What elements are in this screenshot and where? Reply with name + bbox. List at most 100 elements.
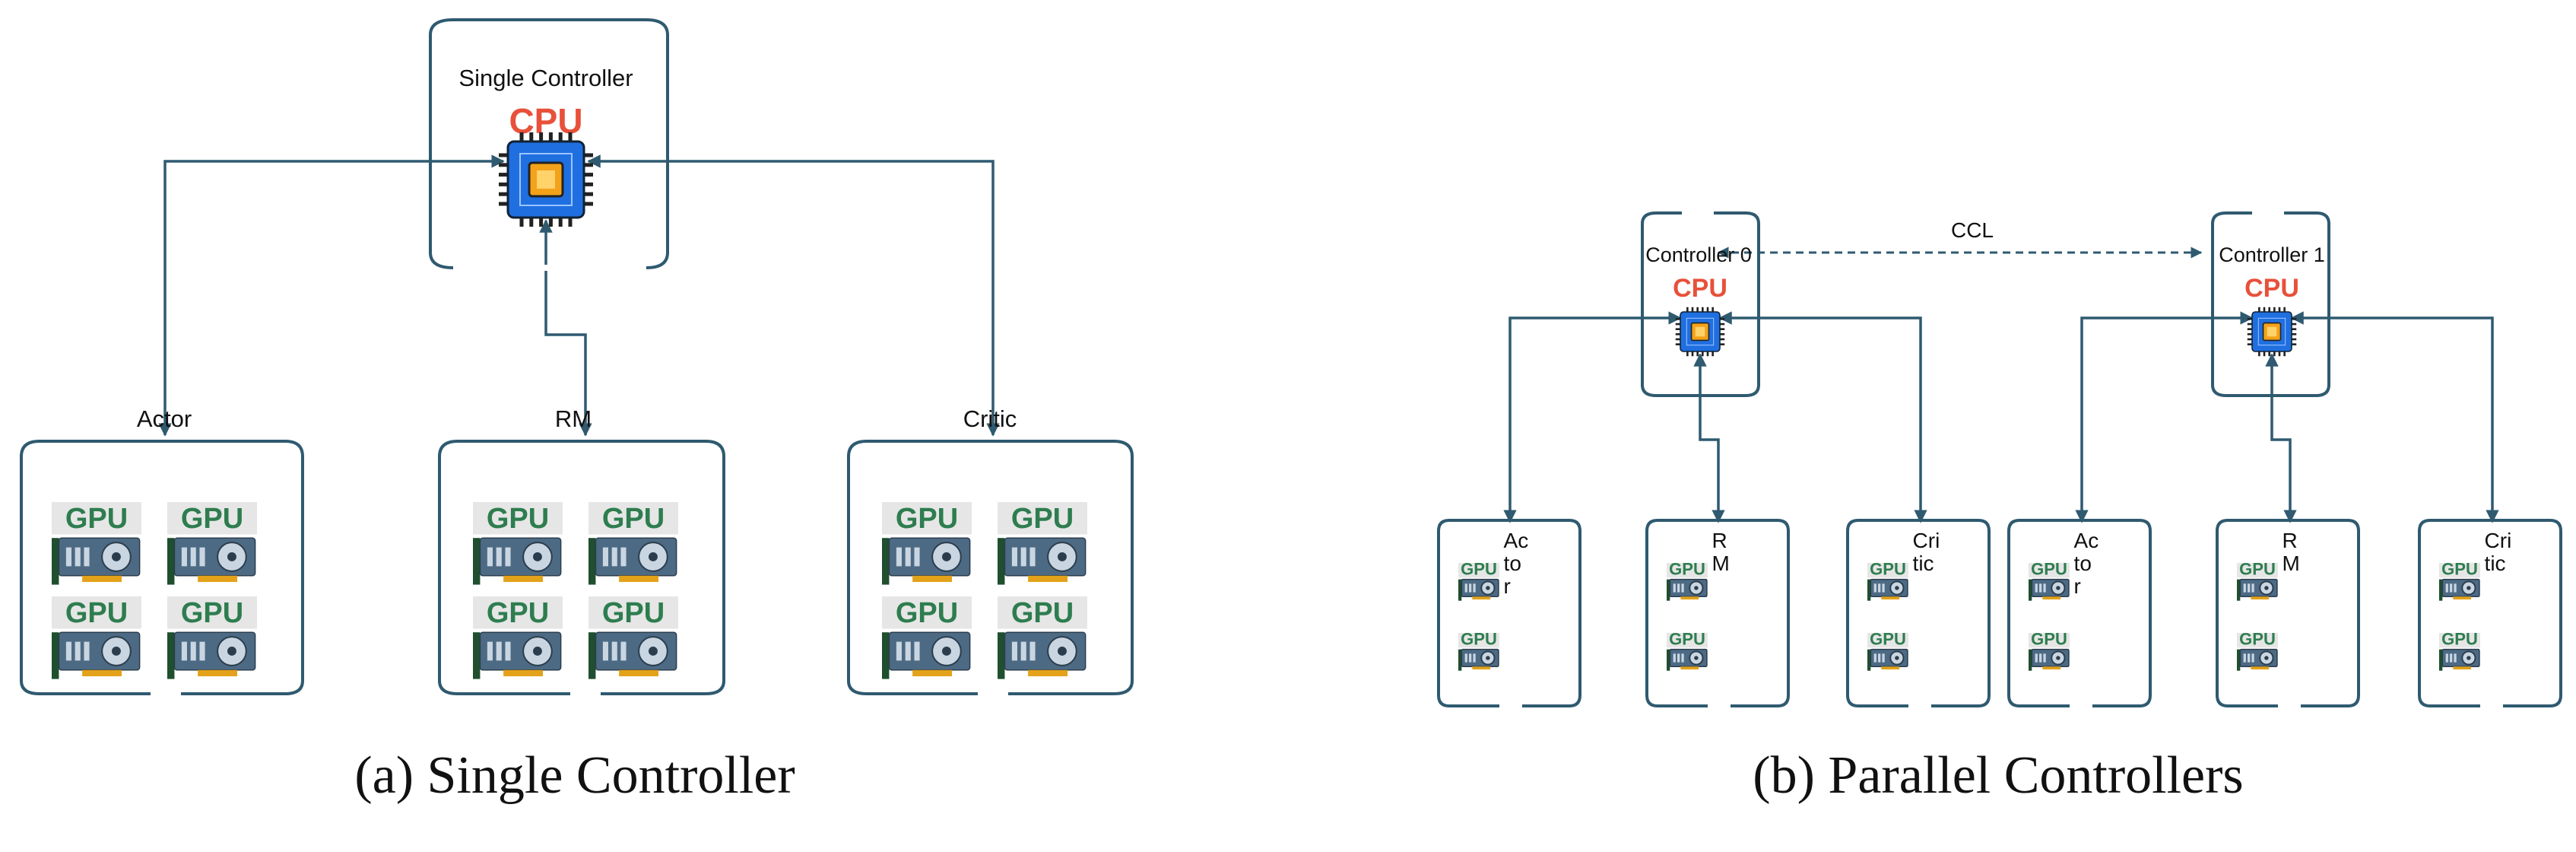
critic-gpu-grid: GPU GPU GPU GPU [882, 502, 1087, 679]
actor-group-label: Actor [137, 405, 192, 432]
group-label-line: Cri [1913, 529, 1940, 552]
controller-0-actor-connector [1503, 311, 1682, 523]
gpu-card-icon: GPU [998, 502, 1087, 585]
critic-group: Critic GPU GPU GPU GPU [847, 405, 1134, 695]
group-label-line: to [2074, 552, 2092, 575]
gpu-label: GPU [1669, 560, 1705, 579]
gpu-card-icon: GPU [52, 502, 141, 585]
actor-connector [158, 154, 505, 437]
critic-connector [587, 154, 1000, 437]
group-label-line: Ac [2074, 529, 2099, 552]
group-bracket [1437, 519, 1581, 707]
controller-0-cpu-label: CPU [1673, 274, 1727, 303]
gpu-card-icon: GPU [1458, 560, 1499, 601]
controller-1-rm-connector [2265, 353, 2297, 523]
controller-1-critic-group: GPU GPU Critic [2418, 519, 2562, 707]
single-controller-title: Single Controller [458, 65, 633, 91]
gpu-label: GPU [65, 597, 128, 629]
single-controller-connectors [158, 154, 1000, 437]
controller-1-critic-connector [2290, 311, 2499, 523]
group-label-line: M [2283, 552, 2300, 575]
group-label-line: R [1712, 529, 1727, 552]
gpu-label: GPU [2031, 630, 2067, 649]
single-controller-bracket [429, 18, 669, 269]
gpu-card-icon: GPU [588, 596, 678, 679]
group-bracket [2418, 519, 2562, 707]
gpu-label: GPU [181, 503, 243, 535]
controller-1-actor-connector [2075, 311, 2254, 523]
gpu-card-icon: GPU [2237, 560, 2278, 601]
gpu-label: GPU [2239, 630, 2276, 649]
group-bracket [2216, 519, 2360, 707]
gpu-label: GPU [1870, 630, 1906, 649]
rm-gpu-grid: GPU GPU GPU GPU [473, 502, 678, 679]
gpu-card-icon: GPU [2029, 560, 2070, 601]
controller-0-critic-group: GPU GPU Critic [1846, 519, 1991, 707]
gpu-card-icon: GPU [1867, 630, 1908, 671]
gpu-card-icon: GPU [2237, 630, 2278, 671]
group-bracket [1645, 519, 1790, 707]
controller-0-rm-connector [1693, 353, 1725, 523]
group-label-line: Ac [1504, 529, 1529, 552]
gpu-card-icon: GPU [2439, 560, 2480, 601]
controller-1-title: Controller 1 [2219, 243, 2325, 266]
group-label-line: M [1712, 552, 1730, 575]
gpu-label: GPU [1870, 560, 1906, 579]
caption-parallel-controllers: (b) Parallel Controllers [1753, 746, 2243, 805]
gpu-card-icon: GPU [588, 502, 678, 585]
controller-1-actor-group: GPU GPU Actor [2007, 519, 2152, 707]
gpu-card-icon: GPU [2439, 630, 2480, 671]
controller-1: Controller 1 CPU GPU GPU Actor GPU GPU RM GP… [2007, 211, 2562, 707]
rm-group: RM GPU GPU GPU GPU [438, 405, 725, 695]
ccl-label: CCL [1951, 218, 1994, 242]
group-label-line: Cri [2485, 529, 2512, 552]
controller-0-actor-group: GPU GPU Actor [1437, 519, 1581, 707]
group-bracket [1846, 519, 1991, 707]
controller-1-rm-group: GPU GPU RM [2216, 519, 2360, 707]
group-label-line: to [1504, 552, 1521, 575]
gpu-label: GPU [2031, 560, 2067, 579]
rm-connector [539, 219, 592, 437]
actor-group: Actor GPU GPU GPU GPU [20, 405, 304, 695]
gpu-label: GPU [896, 597, 958, 629]
gpu-label: GPU [1461, 560, 1497, 579]
rm-group-label: RM [555, 405, 592, 432]
gpu-card-icon: GPU [473, 596, 563, 679]
actor-gpu-grid: GPU GPU GPU GPU [52, 502, 257, 679]
controller-0-title: Controller 0 [1645, 243, 1752, 266]
gpu-card-icon: GPU [1867, 560, 1908, 601]
gpu-card-icon: GPU [167, 502, 257, 585]
group-label-line: R [2283, 529, 2298, 552]
gpu-label: GPU [2441, 560, 2478, 579]
group-label-line: r [2074, 574, 2081, 598]
gpu-card-icon: GPU [998, 596, 1087, 679]
gpu-card-icon: GPU [1667, 560, 1708, 601]
gpu-label: GPU [896, 503, 958, 535]
gpu-label: GPU [1011, 503, 1074, 535]
controller-1-cpu-label: CPU [2244, 274, 2299, 303]
cpu-chip-icon [1675, 307, 1725, 357]
group-label-line: tic [1913, 552, 1934, 575]
cpu-chip-icon [2247, 307, 2297, 357]
gpu-card-icon: GPU [1458, 630, 1499, 671]
group-label-line: tic [2485, 552, 2506, 575]
controller-0: Controller 0 CPU GPU GPU Actor GPU GPU RM GP… [1437, 211, 1991, 707]
actor-group-bracket [20, 440, 304, 695]
critic-group-label: Critic [963, 405, 1017, 432]
gpu-card-icon: GPU [473, 502, 563, 585]
group-label-line: r [1504, 574, 1511, 598]
gpu-card-icon: GPU [167, 596, 257, 679]
gpu-label: GPU [2239, 560, 2276, 579]
gpu-label: GPU [65, 503, 128, 535]
rm-group-bracket [438, 440, 725, 695]
critic-group-bracket [847, 440, 1134, 695]
single-controller-box: Single Controller CPU [429, 18, 669, 271]
controller-0-critic-connector [1718, 311, 1927, 523]
gpu-label: GPU [487, 503, 549, 535]
gpu-label: GPU [487, 597, 549, 629]
controller-0-bracket [1641, 211, 1760, 397]
gpu-card-icon: GPU [52, 596, 141, 679]
